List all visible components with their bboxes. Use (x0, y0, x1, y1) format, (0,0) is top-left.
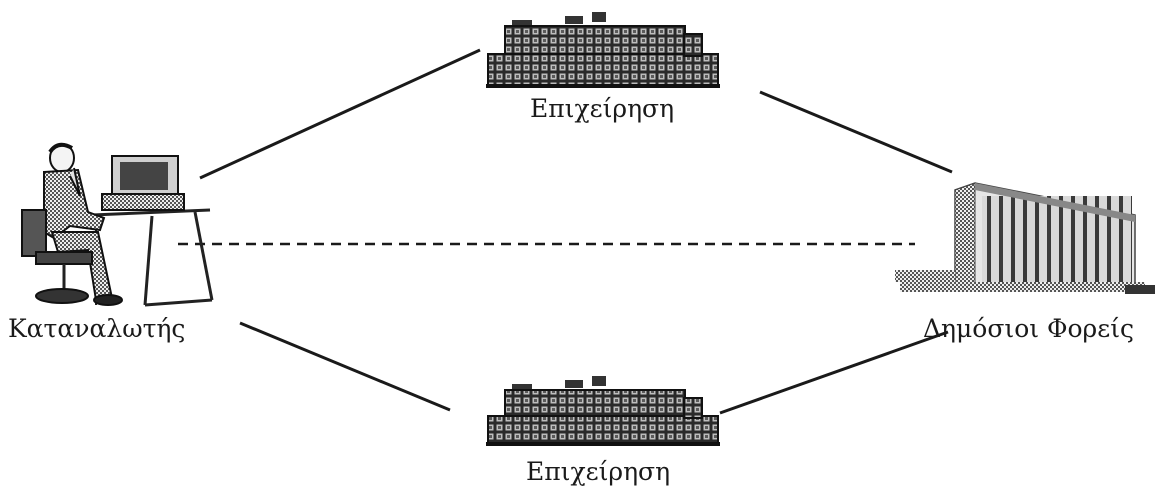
edge-consumer-business-top (199, 48, 481, 180)
person-at-computer-icon (21, 142, 214, 307)
office-tower-icon (895, 182, 1155, 294)
public-bodies-label: Δημόσιοι Φορείς (923, 314, 1134, 343)
business-top-label: Επιχείρηση (530, 94, 675, 123)
edge-business-top-public (759, 90, 953, 174)
consumer-label: Καταναλωτής (8, 314, 186, 343)
edge-business-bottom-public (719, 330, 949, 415)
factory-building-icon (486, 376, 720, 446)
factory-building-icon (486, 12, 720, 88)
business-bottom-label: Επιχείρηση (526, 457, 671, 486)
edge-consumer-business-bottom (239, 321, 451, 412)
